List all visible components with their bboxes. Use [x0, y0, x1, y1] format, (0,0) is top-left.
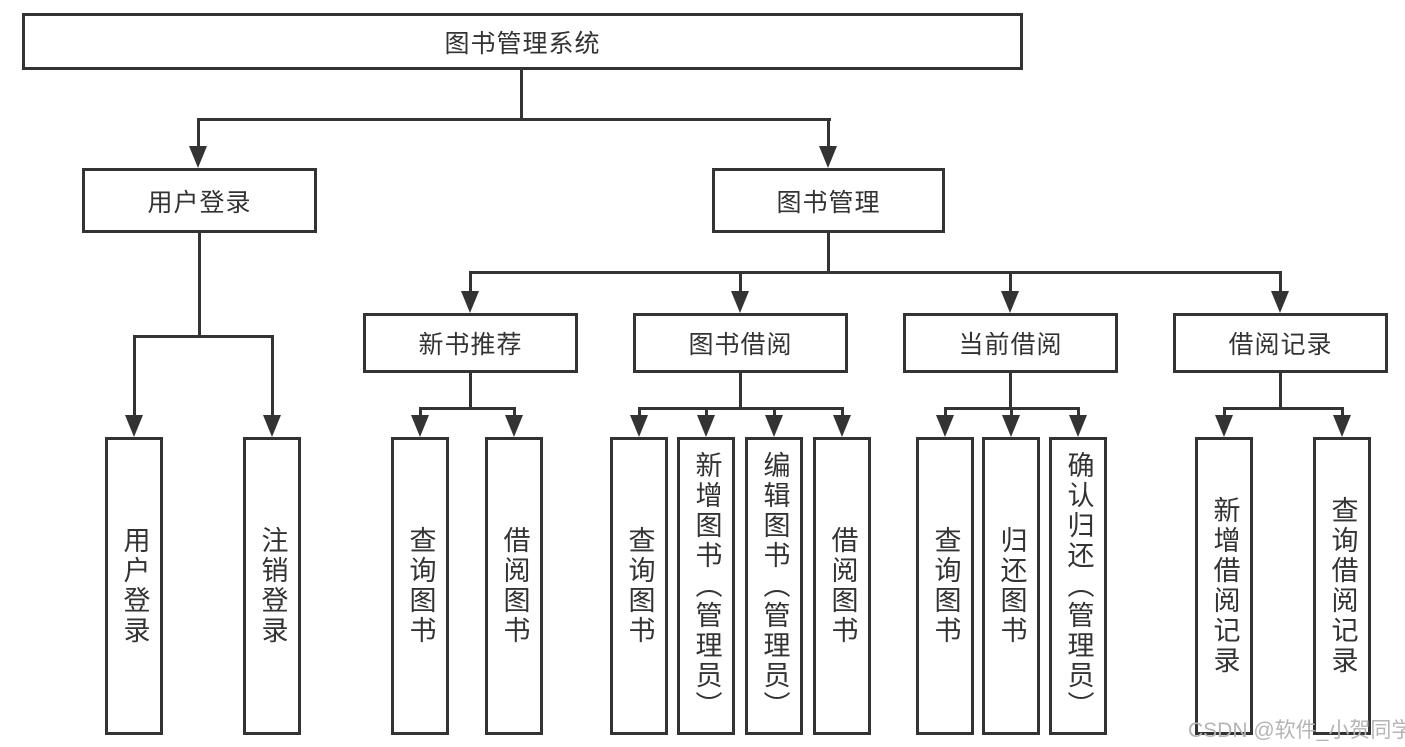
node-user-login: 用户登录 — [82, 168, 317, 233]
arrow-down-icon — [505, 415, 523, 437]
connector-stem — [1341, 407, 1344, 419]
node-user-login-label: 用户登录 — [147, 188, 252, 217]
leaf-borrow-books-1: 借阅图书 — [485, 437, 543, 735]
leaf-borrow-books-1-label: 借阅图书 — [499, 526, 530, 646]
connector-stem — [705, 407, 708, 419]
leaf-borrow-books-2-label: 借阅图书 — [827, 526, 858, 646]
arrow-down-icon — [411, 415, 429, 437]
arrow-down-icon — [1333, 415, 1351, 437]
leaf-query-books-3-label: 查询图书 — [930, 526, 961, 646]
connector-book-management-trunk — [827, 232, 830, 274]
arrow-down-icon — [1001, 291, 1019, 313]
arrow-down-icon — [1002, 415, 1020, 437]
node-current-borrowing: 当前借阅 — [903, 313, 1118, 373]
connector-user-login-trunk — [198, 233, 201, 338]
leaf-return-books-label: 归还图书 — [996, 526, 1027, 646]
leaf-query-books-2: 查询图书 — [610, 437, 668, 735]
connector-level2-bar — [197, 118, 831, 121]
arrow-down-icon — [731, 291, 749, 313]
arrow-down-icon — [461, 291, 479, 313]
connector-stem — [419, 407, 422, 419]
node-borrowing-records-label: 借阅记录 — [1228, 331, 1333, 359]
arrow-down-icon — [833, 415, 851, 437]
connector-current-borrowing-trunk — [1009, 373, 1012, 410]
arrow-down-icon — [1271, 291, 1289, 313]
leaf-query-books-2-label: 查询图书 — [624, 526, 655, 646]
connector-user-login-bar — [133, 335, 274, 338]
connector-stem — [1077, 407, 1080, 419]
watermark: CSDN @软件_小贺同学 — [1188, 719, 1405, 742]
connector-book-borrowing-trunk — [739, 373, 742, 410]
node-root: 图书管理系统 — [22, 13, 1023, 70]
node-current-borrowing-label: 当前借阅 — [958, 331, 1063, 359]
leaf-edit-books-admin: 编辑图书（管理员） — [745, 437, 803, 735]
leaf-borrow-books-2: 借阅图书 — [813, 437, 871, 735]
arrow-down-icon — [630, 415, 648, 437]
leaf-add-borrow-record: 新增借阅记录 — [1195, 437, 1253, 735]
leaf-query-books-1: 查询图书 — [391, 437, 449, 735]
leaf-add-books-admin-label: 新增图书（管理员） — [691, 451, 722, 721]
connector-stem-book-borrowing — [739, 271, 742, 295]
connector-borrowing-records-bar — [1223, 407, 1344, 410]
connector-stem-leaf-user-login — [133, 335, 136, 419]
arrow-down-icon — [189, 146, 207, 168]
leaf-logout: 注销登录 — [243, 437, 301, 735]
node-book-management: 图书管理 — [712, 168, 945, 233]
leaf-query-borrow-record-label: 查询借阅记录 — [1327, 496, 1358, 676]
connector-new-book-recommend-bar — [419, 407, 516, 410]
connector-stem — [841, 407, 844, 419]
leaf-query-books-1-label: 查询图书 — [405, 526, 436, 646]
connector-stem — [638, 407, 641, 419]
connector-book-borrowing-bar — [638, 407, 844, 410]
leaf-user-login-label: 用户登录 — [119, 526, 150, 646]
connector-stem-new-book-recommend — [469, 271, 472, 295]
connector-stem-current-borrowing — [1009, 271, 1012, 295]
connector-stem — [1010, 407, 1013, 419]
node-book-borrowing-label: 图书借阅 — [688, 331, 793, 359]
leaf-confirm-return-admin-label: 确认归还（管理员） — [1063, 451, 1094, 721]
connector-stem-book-management — [827, 118, 830, 152]
leaf-add-books-admin: 新增图书（管理员） — [677, 437, 735, 735]
arrow-down-icon — [1069, 415, 1087, 437]
arrow-down-icon — [936, 415, 954, 437]
connector-stem — [513, 407, 516, 419]
arrow-down-icon — [697, 415, 715, 437]
connector-stem — [1223, 407, 1226, 419]
node-new-book-recommend-label: 新书推荐 — [418, 331, 523, 359]
connector-borrowing-records-trunk — [1279, 373, 1282, 410]
connector-stem — [773, 407, 776, 419]
node-new-book-recommend: 新书推荐 — [363, 313, 578, 373]
leaf-query-books-3: 查询图书 — [916, 437, 974, 735]
leaf-user-login: 用户登录 — [105, 437, 163, 735]
leaf-return-books: 归还图书 — [982, 437, 1040, 735]
arrow-down-icon — [263, 415, 281, 437]
node-book-borrowing: 图书借阅 — [633, 313, 848, 373]
arrow-down-icon — [125, 415, 143, 437]
connector-stem-user-login — [197, 118, 200, 152]
node-book-management-label: 图书管理 — [776, 188, 881, 217]
node-root-label: 图书管理系统 — [444, 29, 601, 58]
node-borrowing-records: 借阅记录 — [1173, 313, 1388, 373]
leaf-confirm-return-admin: 确认归还（管理员） — [1049, 437, 1107, 735]
connector-stem-borrowing-records — [1279, 271, 1282, 295]
arrow-down-icon — [819, 146, 837, 168]
leaf-query-borrow-record: 查询借阅记录 — [1313, 437, 1371, 735]
connector-new-book-recommend-trunk — [469, 373, 472, 410]
leaf-add-borrow-record-label: 新增借阅记录 — [1209, 496, 1240, 676]
connector-stem — [944, 407, 947, 419]
leaf-logout-label: 注销登录 — [257, 526, 288, 646]
leaf-edit-books-admin-label: 编辑图书（管理员） — [759, 451, 790, 721]
connector-level3-bar — [469, 271, 1282, 274]
arrow-down-icon — [1215, 415, 1233, 437]
connector-root-trunk — [520, 70, 523, 121]
connector-stem-leaf-logout — [271, 335, 274, 419]
arrow-down-icon — [765, 415, 783, 437]
